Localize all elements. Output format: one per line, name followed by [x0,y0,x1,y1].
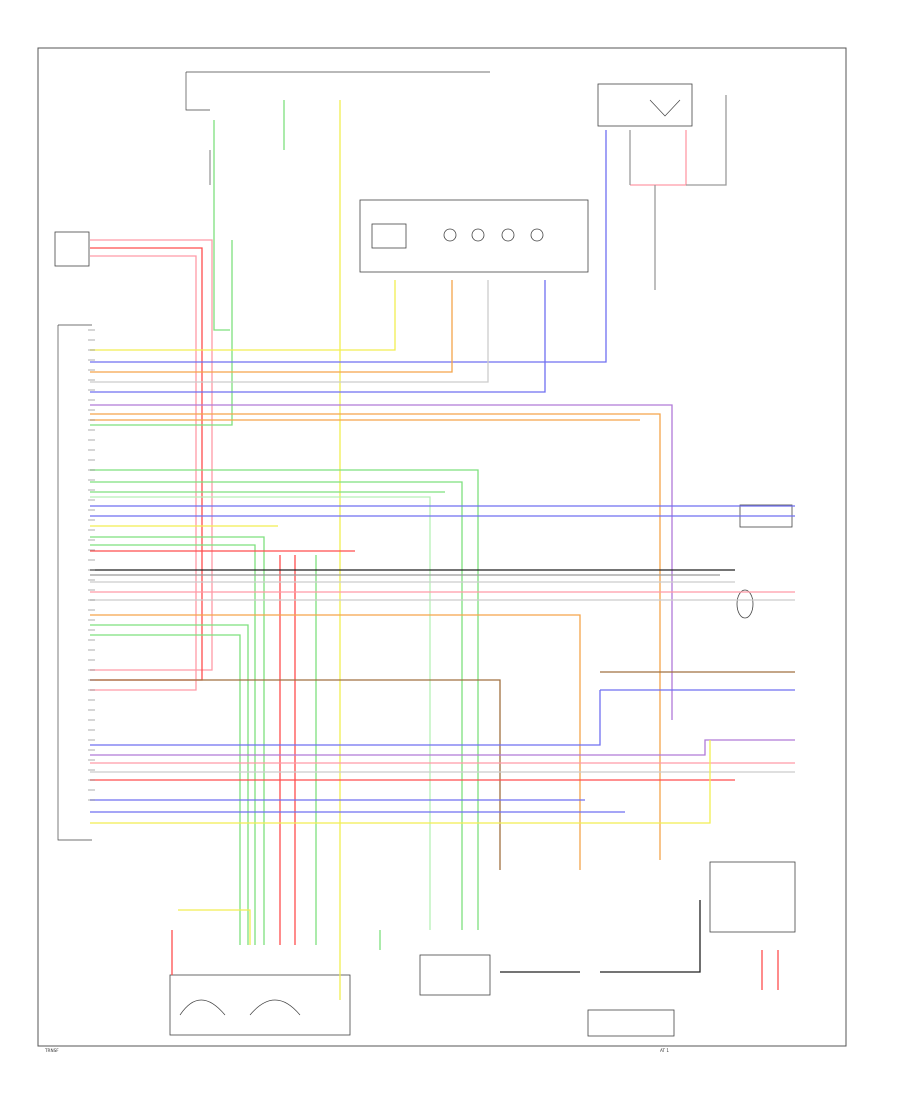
wire-brown-37 [90,679,501,870]
sensor-box [54,231,90,267]
wire-yellow-53 [178,909,251,945]
shift-solenoid-box [419,954,491,996]
speed-sensor-box [709,861,796,933]
meter-indicator-box [371,223,407,249]
lockup-module [587,1009,675,1037]
wire-green-17 [90,481,463,930]
wire-orange-14 [90,413,661,860]
wire-lightgrey-11 [90,280,489,383]
wire-violet-41 [90,739,795,756]
wire-group [90,95,795,1000]
wire-green-23 [90,536,265,945]
wire-yellow-47 [90,740,711,824]
wire-black-57 [600,900,701,973]
wire-violet-13 [90,404,673,720]
wire-yellow-8 [90,280,396,351]
shielded-connector [736,589,754,619]
wire-pink-3 [90,255,197,691]
relay-box [597,83,693,127]
wire-blue-40 [90,690,601,746]
wire-blue-9 [90,130,607,363]
wire-green-4 [213,120,230,331]
ecm-connector-bracket [57,325,92,841]
wire-pink-1 [90,239,213,671]
meter-lamp-1 [443,228,457,242]
fuse-bus-drop [185,72,210,111]
wire-green-36 [90,634,241,945]
meter-lamp-2 [471,228,485,242]
wire-orange-10 [90,280,453,373]
range-switch-arc-1 [179,999,226,1016]
page-ref: AT 1 [660,1048,669,1053]
wire-green-35 [90,624,249,945]
wire-green-5 [90,240,233,426]
meter-lamp-3 [501,228,515,242]
wire-lightgreen-19 [90,496,431,930]
wire-grey-49 [686,95,727,186]
label-group [88,329,95,801]
wire-pink-48 [630,130,687,186]
wire-orange-34 [90,614,581,870]
relay-switch [649,99,681,117]
page-code: TRNSF [44,1048,59,1053]
diagram-frame [37,47,847,1047]
range-switch-arc-2 [249,999,301,1016]
wire-green-16 [90,469,479,930]
meter-lamp-4 [530,228,544,242]
wire-blue-12 [90,280,546,393]
